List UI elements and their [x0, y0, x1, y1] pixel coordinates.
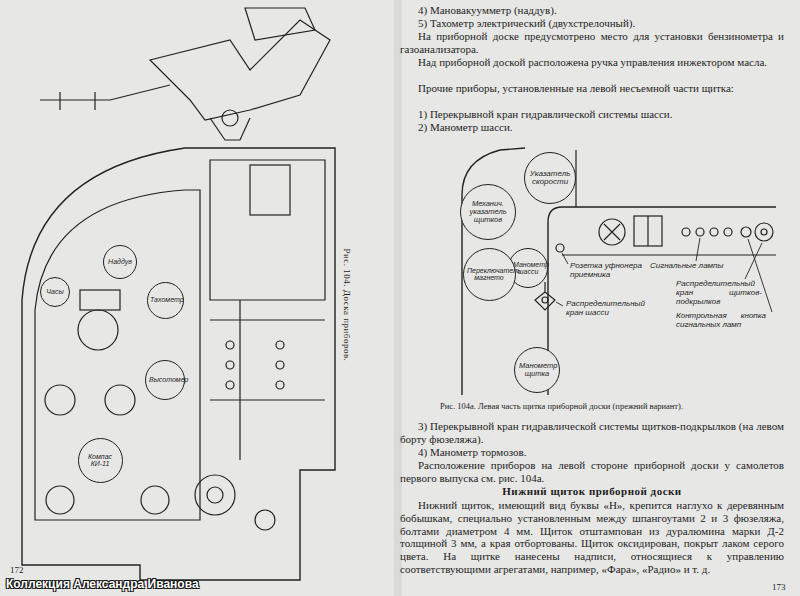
figure-caption: Рис. 104. Доска приборов. [341, 249, 351, 362]
instrument-dial: Указатель скорости [524, 152, 576, 204]
instrument-dial: Часы [40, 277, 70, 307]
callout-label: Распределительный кран шасси [566, 300, 646, 318]
dial-label: Часы [46, 288, 63, 295]
callout-label: Распределительный кран щитков-подкрылков [676, 280, 762, 306]
body-text: На приборной доске предусмотрено место д… [400, 30, 784, 56]
instrument-dial: Переключатель магнето [463, 248, 516, 301]
body-text: Над приборной доской расположена ручка у… [400, 56, 784, 69]
dial-label: Указатель скорости [529, 170, 571, 187]
instrument-dial: Механич. указатель щитков [460, 184, 516, 240]
dial-label: Компас КИ-11 [82, 453, 118, 468]
page-number: 172 [10, 566, 24, 576]
body-text: Расположение приборов на левой стороне п… [400, 459, 784, 485]
instrument-dial: Высотомер [145, 360, 185, 400]
body-text: 3) Перекрывной кран гидравлической систе… [400, 420, 784, 446]
instrument-dial: Компас КИ-11 [78, 438, 123, 483]
body-text: 1) Перекрывной кран гидравлической систе… [418, 108, 782, 121]
dial-label: Высотомер [149, 376, 181, 383]
body-text: Прочие приборы, установленные на левой н… [400, 82, 784, 95]
dial-label: Наддув [108, 258, 132, 265]
body-text: 4) Манометр тормозов. [418, 446, 782, 459]
dial-label: Механич. указатель щитков [466, 200, 510, 224]
page-number: 173 [772, 583, 786, 593]
callout-label: Контрольная кнопка сигнальных ламп [676, 312, 766, 330]
dial-label: Переключатель магнето [467, 267, 511, 282]
callout-label: Сигнальные лампы [650, 262, 740, 271]
section-heading: Нижний щиток приборной доски [400, 485, 784, 498]
instrument-dial: Наддув [103, 245, 137, 279]
dial-label: Манометр шасси [513, 261, 543, 276]
dial-label: Манометр щитка [519, 362, 555, 378]
callout-label: Розетка уфнонера приемника [570, 262, 642, 280]
figure-caption: Рис. 104а. Левая часть щитка приборной д… [440, 402, 786, 411]
body-text: 5) Тахометр электрический (двухстрелочны… [418, 17, 782, 30]
body-text: 4) Мановакуумметр (наддув). [418, 4, 782, 17]
instrument-dial: Манометр щитка [514, 347, 560, 393]
dial-label: Тахометр [150, 296, 180, 303]
instrument-dial: Тахометр [147, 282, 184, 319]
watermark: Коллекция Александра Иванова [6, 578, 199, 591]
body-text: Нижний щиток, имеющий вид буквы «Н», кре… [400, 499, 784, 576]
body-text: 2) Манометр шасси. [418, 121, 782, 134]
